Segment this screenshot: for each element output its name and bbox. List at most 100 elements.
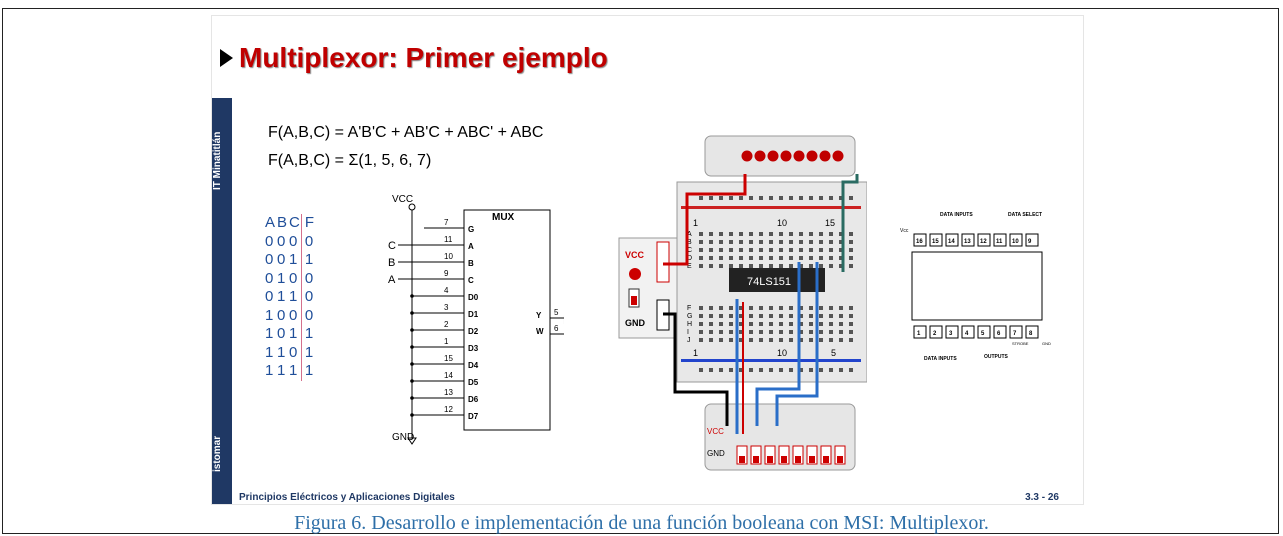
mux-block [463,209,551,431]
output-f-label: F [563,313,564,327]
truth-cell: 1 [300,343,316,362]
mux-out-name: Y [536,311,542,320]
row-label: I [687,329,689,336]
pinout-pin [1009,325,1023,339]
col-10-label: 10 [777,218,787,228]
pinout-pin [977,233,991,247]
truth-cell: 1 [265,306,274,324]
pinout-pin [961,325,975,339]
truth-cell: 1 [300,325,316,344]
strobe-label: STROBE [1012,341,1029,346]
vcc-label: VCC [392,194,413,205]
pinout-pin-num: 15 [932,239,939,245]
outputs-label: OUTPUTS [984,354,1009,360]
figure-caption: Figura 6. Desarrollo e implementación de… [294,512,989,534]
pinout-pin [913,325,927,339]
truth-cell: 0 [277,251,286,268]
slide-title: Multiplexor: Primer ejemplo [239,42,608,73]
footer-page: 3.3 - 26 [1025,492,1059,503]
mux-schematic: VCC GND MUX 7G11A10B9C4D03D12D21D315D414… [388,194,564,445]
gnd-label: GND [392,432,414,443]
truth-header-a: A [265,214,276,231]
pinout-pin-num: 16 [916,239,923,245]
dip-switch[interactable] [778,445,790,465]
truth-cell: 0 [300,306,316,325]
dip-switch[interactable] [764,445,776,465]
truth-cell: 1 [277,343,286,361]
vcc-rail-label: VCC [625,250,645,260]
row-label: D [687,255,692,262]
pinout-pin-num: 13 [964,239,971,245]
pinout-pin [1025,325,1039,339]
mux-pin-name: G [468,225,474,234]
truth-cell: 1 [289,362,298,379]
led [741,150,753,162]
mux-pin-num: 7 [444,218,449,227]
pinout-pin [929,325,943,339]
data-inputs-bottom-label: DATA INPUTS [924,356,957,362]
row-label: J [687,337,691,344]
truth-cell: 0 [289,306,298,324]
truth-cell: 0 [300,232,316,251]
truth-cell: 0 [277,232,286,250]
led [780,150,792,162]
data-select-label: DATA SELECT [1008,212,1042,218]
col-10b-label: 10 [777,348,787,358]
mux-pin-num: 1 [444,337,449,346]
mux-pin-name: D5 [468,378,479,387]
mux-pin-num: 4 [444,286,449,295]
input-a-label: A [388,274,396,286]
pinout-pin-num: 9 [1028,239,1032,245]
mux-pin-num: 2 [444,320,449,329]
footer-course: Principios Eléctricos y Aplicaciones Dig… [239,492,455,503]
dip-switch[interactable] [736,445,748,465]
mux-pin-num: 13 [444,388,453,397]
truth-cell: 1 [289,325,298,342]
truth-cell: 0 [277,306,286,324]
mux-pin-name: D3 [468,344,479,353]
input-c-label: C [388,240,396,252]
dip-switch[interactable] [792,445,804,465]
pinout-pin-num: 12 [980,239,987,245]
truth-cell: 0 [289,343,298,361]
pinout-pin [1025,233,1039,247]
mux-pin-name: D1 [468,310,479,319]
mux-pin-num: 3 [444,303,449,312]
truth-cell: 1 [265,325,274,342]
pinout-pin [1009,233,1023,247]
truth-cell: 0 [265,232,274,250]
dip-switch[interactable] [834,445,846,465]
mux-out-num: 6 [554,324,559,333]
row-label: E [687,263,692,270]
mux-pin-name: C [468,276,474,285]
dip-switch[interactable] [806,445,818,465]
led [832,150,844,162]
dip-switch[interactable] [820,445,832,465]
pinout-pin [945,325,959,339]
truth-cell: 0 [289,232,298,250]
truth-cell: 0 [265,251,274,268]
truth-cell: 1 [300,362,316,381]
led [806,150,818,162]
gnd-bottom-label: GND [707,449,725,458]
truth-cell: 0 [265,288,274,305]
dip-switch[interactable] [750,445,762,465]
row-label: G [687,313,692,320]
mux-pin-num: 14 [444,371,453,380]
truth-cell: 0 [300,288,316,307]
pinout-pin-num: 7 [1013,331,1017,337]
truth-cell: 1 [289,288,298,305]
row-label: C [687,247,692,254]
mux-title: MUX [492,212,515,223]
pinout-pin-num: 5 [981,331,985,337]
truth-header-f: F [300,214,316,233]
gnd-pin-label: GND [1042,341,1051,346]
mux-out-num: 5 [554,308,559,317]
